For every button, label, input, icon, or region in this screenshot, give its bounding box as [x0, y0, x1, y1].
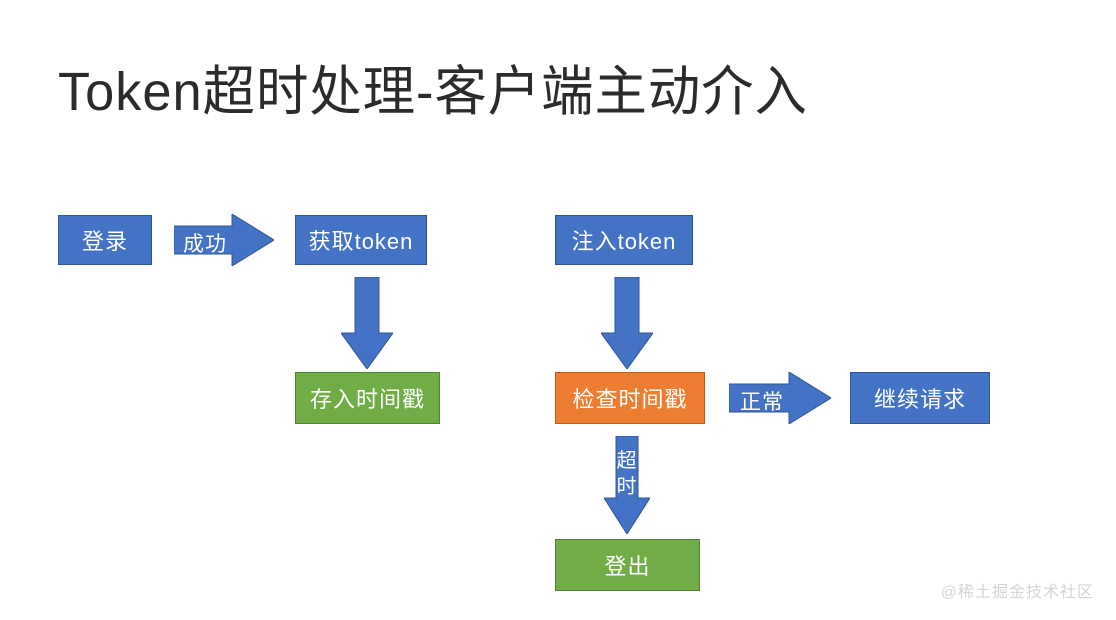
node-continue-request-label: 继续请求	[873, 387, 966, 412]
node-get-token[interactable]: 获取token	[295, 215, 427, 265]
node-inject-token-label: 注入token	[571, 229, 677, 254]
node-store-timestamp[interactable]: 存入时间戳	[295, 372, 440, 424]
node-continue-request[interactable]: 继续请求	[850, 372, 990, 424]
node-check-timestamp[interactable]: 检查时间戳	[555, 372, 705, 424]
arrow-get-token-to-store	[341, 277, 393, 369]
node-store-timestamp-label: 存入时间戳	[309, 387, 425, 412]
page-title: Token超时处理-客户端主动介入	[58, 62, 808, 122]
watermark: @稀土掘金技术社区	[940, 584, 1094, 601]
node-inject-token[interactable]: 注入token	[555, 215, 693, 265]
arrow-inject-to-check	[601, 277, 653, 369]
arrow-check-to-continue	[729, 372, 831, 424]
node-get-token-label: 获取token	[308, 229, 414, 254]
arrow-check-to-logout	[604, 436, 650, 534]
arrow-login-to-get-token	[174, 214, 274, 266]
node-logout[interactable]: 登出	[555, 539, 700, 591]
node-check-timestamp-label: 检查时间戳	[572, 387, 688, 412]
node-login-label: 登录	[81, 229, 128, 254]
node-logout-label: 登出	[604, 554, 651, 579]
node-login[interactable]: 登录	[58, 215, 152, 265]
